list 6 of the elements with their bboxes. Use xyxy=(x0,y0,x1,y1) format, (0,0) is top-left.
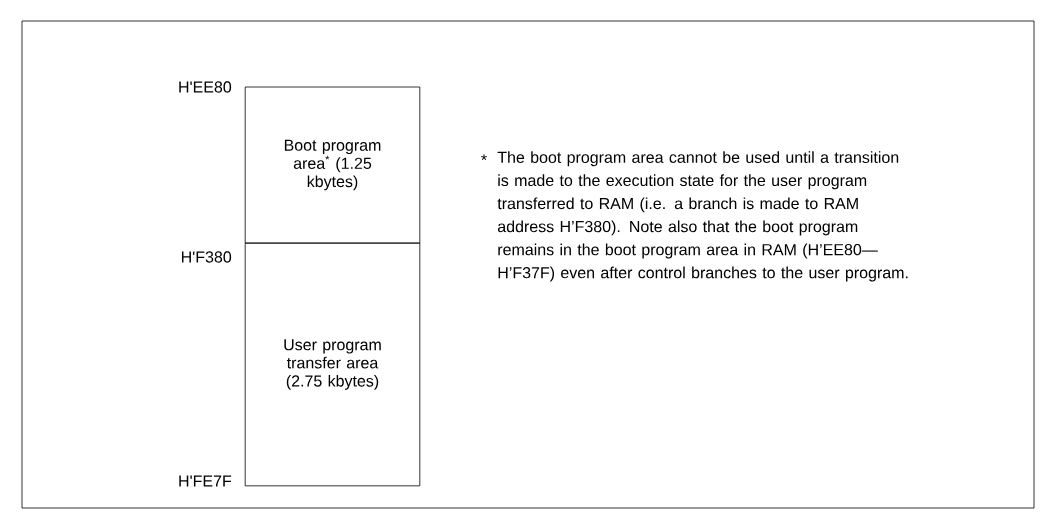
footnote-text: The boot program area cannot be used until a transition is made to the execution state for the user program transferred to RAM (i.e. a branch is made to RAM address H’F380). Note also that the boot program remains in the boot program area in RAM (H’EE80—H’F37F) even after control branches to the user program. xyxy=(497,151,908,282)
address-label: H'EE80 xyxy=(179,81,232,93)
memory-area-box: User program transfer area (2.75 kbytes) xyxy=(244,242,421,487)
address-label: H'F380 xyxy=(182,251,232,263)
footnote-mark: * xyxy=(481,154,487,161)
memory-area-box: Boot program area$^{*}$ (1.25 kbytes) xyxy=(244,86,421,244)
